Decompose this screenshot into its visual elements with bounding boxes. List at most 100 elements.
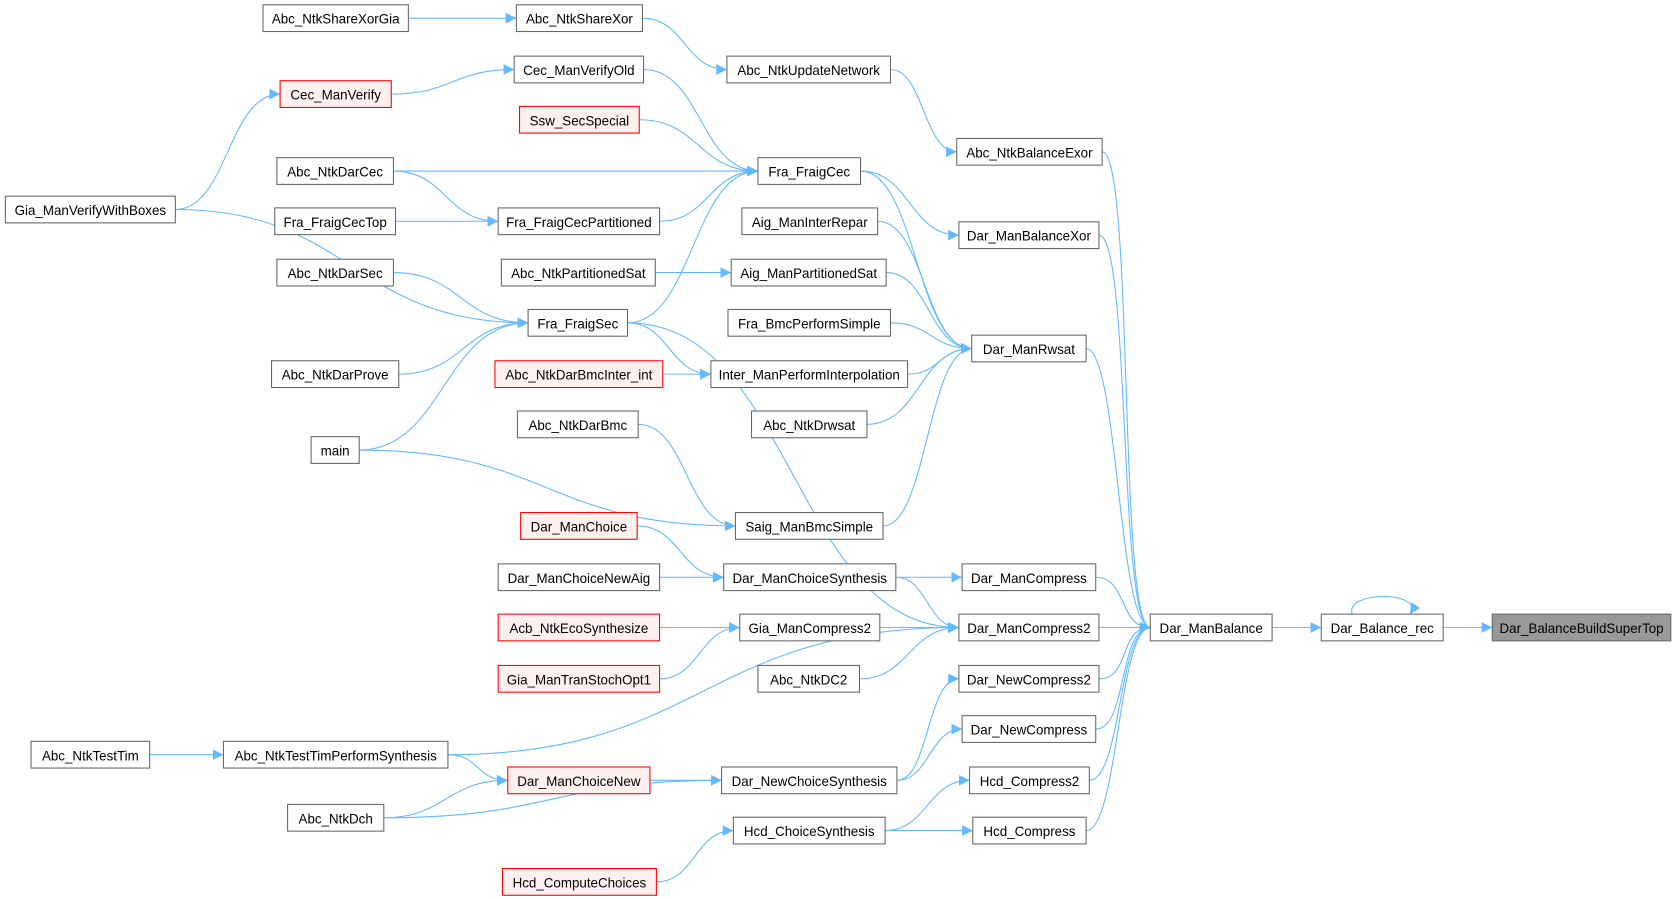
node-dar-rwsat[interactable]: Dar_ManRwsat xyxy=(971,334,1087,363)
node-hcd-compress2[interactable]: Hcd_Compress2 xyxy=(969,766,1090,795)
node-ntk-part-sat[interactable]: Abc_NtkPartitionedSat xyxy=(500,258,656,287)
node-choice-new[interactable]: Dar_ManChoiceNew xyxy=(507,766,651,795)
node-gia-tran-stoch[interactable]: Gia_ManTranStochOpt1 xyxy=(497,664,661,693)
node-ntk-dar-cec[interactable]: Abc_NtkDarCec xyxy=(276,157,394,185)
node-dar-man-balance[interactable]: Dar_ManBalance xyxy=(1149,613,1273,642)
edge-aig-part-sat-to-dar-rwsat xyxy=(886,272,972,354)
node-label: Abc_NtkDC2 xyxy=(770,672,847,687)
edge-ntk-dar-prove-to-fraig-sec xyxy=(398,317,529,375)
node-ntk-dar-bmc[interactable]: Abc_NtkDarBmc xyxy=(516,410,639,439)
node-label: Hcd_ComputeChoices xyxy=(513,875,647,890)
node-new-compress2[interactable]: Dar_NewCompress2 xyxy=(958,664,1100,693)
node-label: main xyxy=(321,444,350,459)
node-test-tim[interactable]: Abc_NtkTestTim xyxy=(30,740,151,769)
node-hcd-choice-synth[interactable]: Hcd_ChoiceSynthesis xyxy=(732,816,886,845)
node-box xyxy=(1149,613,1273,642)
node-fraig-cec[interactable]: Fra_FraigCec xyxy=(757,157,862,185)
node-balance-rec[interactable]: Dar_Balance_rec xyxy=(1320,613,1444,642)
node-aig-inter-repar[interactable]: Aig_ManInterRepar xyxy=(741,207,879,236)
node-box xyxy=(276,157,394,185)
node-gia-verify-boxes[interactable]: Gia_ManVerifyWithBoxes xyxy=(4,195,176,224)
node-box xyxy=(723,563,897,592)
edge-update-network-to-balance-exor xyxy=(890,68,957,158)
node-label: Dar_ManBalance xyxy=(1160,621,1263,636)
node-balance-exor[interactable]: Abc_NtkBalanceExor xyxy=(956,137,1103,166)
node-ntk-dch[interactable]: Abc_NtkDch xyxy=(287,803,385,832)
node-share-xor-gia[interactable]: Abc_NtkShareXorGia xyxy=(262,4,409,33)
edge-ntk-dar-bmc-to-saig-bmc-simple xyxy=(638,423,736,532)
edge-balance-exor-to-dar-man-balance xyxy=(1101,151,1151,633)
node-ntk-drwsat[interactable]: Abc_NtkDrwsat xyxy=(750,410,868,439)
node-box xyxy=(757,157,862,185)
node-label: Dar_BalanceBuildSuperTop xyxy=(1499,621,1663,636)
node-saig-bmc-simple[interactable]: Saig_ManBmcSimple xyxy=(734,512,884,540)
node-ntk-dc2[interactable]: Abc_NtkDC2 xyxy=(757,664,861,693)
node-hcd-compute-choices[interactable]: Hcd_ComputeChoices xyxy=(501,868,657,896)
edge-balance-rec-to-balance-rec xyxy=(1351,595,1421,615)
node-acb-eco[interactable]: Acb_NtkEcoSynthesize xyxy=(497,613,661,642)
node-dar-man-choice[interactable]: Dar_ManChoice xyxy=(520,512,638,540)
node-fraig-sec[interactable]: Fra_FraigSec xyxy=(527,308,629,337)
node-label: Dar_ManChoice xyxy=(531,520,628,535)
node-cec-man-verify-old[interactable]: Cec_ManVerifyOld xyxy=(513,55,645,84)
node-box xyxy=(734,512,884,540)
node-inter-perform[interactable]: Inter_ManPerformInterpolation xyxy=(710,360,909,389)
node-label: Gia_ManVerifyWithBoxes xyxy=(15,203,167,218)
node-box xyxy=(276,258,394,287)
node-label: Fra_FraigCecTop xyxy=(284,215,387,230)
node-fraig-cec-top[interactable]: Fra_FraigCecTop xyxy=(274,207,397,236)
node-label: Abc_NtkDarSec xyxy=(288,266,383,281)
node-label: Abc_NtkDarCec xyxy=(287,165,383,180)
node-label: Cec_ManVerify xyxy=(290,88,381,103)
edge-fraig-sec-to-fraig-cec xyxy=(627,165,758,324)
node-test-tim-synth[interactable]: Abc_NtkTestTimPerformSynthesis xyxy=(222,740,449,769)
node-box xyxy=(501,868,657,896)
node-dar-bmc-inter-int[interactable]: Abc_NtkDarBmcInter_int xyxy=(494,360,664,389)
edge-ntk-dar-sec-to-fraig-sec xyxy=(393,272,529,329)
node-box xyxy=(515,4,644,33)
edge-main-to-saig-bmc-simple xyxy=(359,449,736,532)
node-fraig-cec-part[interactable]: Fra_FraigCecPartitioned xyxy=(497,207,661,236)
node-box xyxy=(262,4,409,33)
node-label: Hcd_Compress xyxy=(983,824,1075,839)
edge-ntk-dc2-to-dar-compress2 xyxy=(859,622,959,680)
node-box xyxy=(958,664,1100,693)
node-box xyxy=(497,664,661,693)
node-label: Ssw_SecSpecial xyxy=(530,113,630,128)
node-new-compress[interactable]: Dar_NewCompress xyxy=(961,715,1097,743)
node-super-top[interactable]: Dar_BalanceBuildSuperTop xyxy=(1491,613,1672,642)
node-label: Abc_NtkTestTim xyxy=(42,748,139,763)
node-label: Inter_ManPerformInterpolation xyxy=(719,368,900,383)
node-label: Dar_ManRwsat xyxy=(983,342,1075,357)
node-box xyxy=(969,766,1090,795)
node-label: Abc_NtkDrwsat xyxy=(763,418,855,433)
node-cec-man-verify[interactable]: Cec_ManVerify xyxy=(279,80,392,108)
node-ntk-dar-sec[interactable]: Abc_NtkDarSec xyxy=(276,258,394,287)
node-gia-compress2[interactable]: Gia_ManCompress2 xyxy=(739,613,881,642)
node-fra-bmc-simple[interactable]: Fra_BmcPerformSimple xyxy=(727,308,892,337)
node-label: Dar_ManChoiceSynthesis xyxy=(733,571,888,586)
node-ssw-sec-special[interactable]: Ssw_SecSpecial xyxy=(519,105,640,134)
node-share-xor[interactable]: Abc_NtkShareXor xyxy=(515,4,644,33)
node-box xyxy=(497,563,661,592)
node-hcd-compress[interactable]: Hcd_Compress xyxy=(972,816,1087,845)
edge-ntk-dch-to-choice-new xyxy=(383,775,508,819)
node-box xyxy=(516,410,639,439)
node-ntk-dar-prove[interactable]: Abc_NtkDarProve xyxy=(271,360,400,389)
node-choice-new-aig[interactable]: Dar_ManChoiceNewAig xyxy=(497,563,661,592)
node-box xyxy=(730,258,887,287)
node-update-network[interactable]: Abc_NtkUpdateNetwork xyxy=(726,55,892,84)
node-box xyxy=(721,766,898,795)
node-dar-balance-xor[interactable]: Dar_ManBalanceXor xyxy=(958,221,1100,250)
node-dar-compress2[interactable]: Dar_ManCompress2 xyxy=(958,613,1100,642)
node-main[interactable]: main xyxy=(310,436,360,464)
node-new-choice-synth[interactable]: Dar_NewChoiceSynthesis xyxy=(721,766,898,795)
node-label: Abc_NtkDarProve xyxy=(282,368,389,383)
node-dar-compress[interactable]: Dar_ManCompress xyxy=(961,563,1097,592)
node-label: Acb_NtkEcoSynthesize xyxy=(509,621,648,636)
node-box xyxy=(507,766,651,795)
node-box xyxy=(519,105,640,134)
node-label: Abc_NtkDch xyxy=(299,811,373,826)
node-choice-synth[interactable]: Dar_ManChoiceSynthesis xyxy=(723,563,897,592)
node-aig-part-sat[interactable]: Aig_ManPartitionedSat xyxy=(730,258,887,287)
